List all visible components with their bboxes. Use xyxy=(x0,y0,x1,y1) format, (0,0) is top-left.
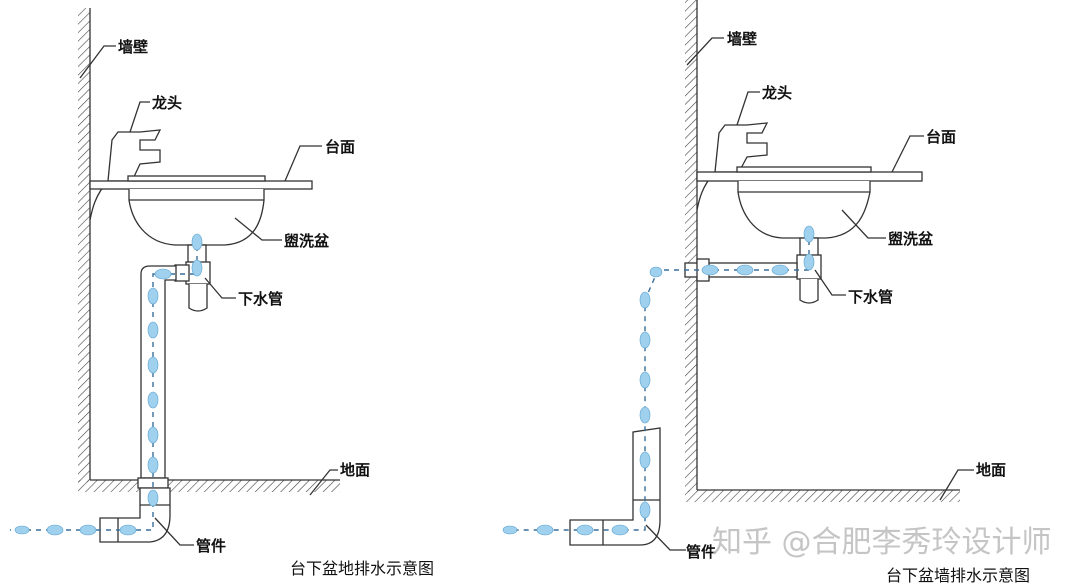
label-countertop: 台面 xyxy=(926,128,956,146)
label-floor: 地面 xyxy=(340,461,370,479)
label-fitting: 管件 xyxy=(196,537,226,555)
label-countertop: 台面 xyxy=(325,138,355,156)
countertop xyxy=(89,180,313,190)
countertop xyxy=(696,171,923,182)
floor xyxy=(685,490,960,502)
floor xyxy=(78,480,340,492)
label-drain-pipe: 下水管 xyxy=(238,290,283,308)
water-drops-right xyxy=(502,225,815,536)
caption-left: 台下盆地排水示意图 xyxy=(290,559,434,578)
label-wall: 墙壁 xyxy=(118,38,148,56)
label-wall: 墙壁 xyxy=(727,30,757,48)
label-basin: 盥洗盆 xyxy=(888,230,934,248)
label-fitting: 管件 xyxy=(686,543,716,561)
label-floor: 地面 xyxy=(976,461,1006,479)
faucet xyxy=(107,129,162,182)
basin xyxy=(737,181,871,239)
label-basin: 盥洗盆 xyxy=(284,232,330,250)
water-drops-left xyxy=(14,233,203,536)
left-diagram: 墙壁 龙头 台面 盥洗盆 下水管 地面 管件 台下盆地排水示意图 xyxy=(10,8,434,578)
faucet xyxy=(714,122,769,173)
watermark: 知乎 @合肥李秀玲设计师 xyxy=(712,525,1052,560)
caption-right: 台下盆墙排水示意图 xyxy=(886,566,1030,585)
wall xyxy=(78,8,90,482)
wall xyxy=(685,0,697,492)
label-drain-pipe: 下水管 xyxy=(848,288,893,306)
label-faucet: 龙头 xyxy=(151,94,182,112)
right-diagram: 墙壁 龙头 台面 盥洗盆 下水管 地面 管件 台下盆墙排水示意图 xyxy=(500,0,1030,585)
label-faucet: 龙头 xyxy=(761,84,792,102)
